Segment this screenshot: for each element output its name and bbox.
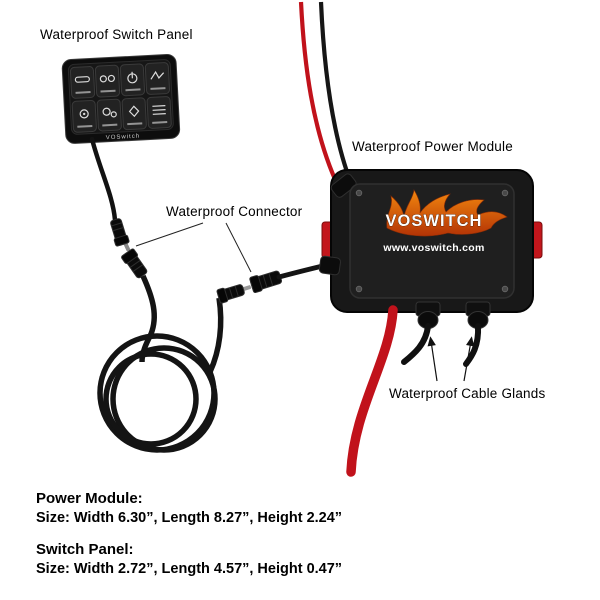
switch-panel: VOSwitch [61,53,181,144]
cable-glands-label: Waterproof Cable Glands [389,386,546,401]
red-wire [298,1,340,187]
connector-label: Waterproof Connector [166,204,303,219]
switch-panel-brand: VOSwitch [106,134,141,142]
module-brand: VOSWITCH [386,212,483,230]
switch-panel-label: Waterproof Switch Panel [40,27,193,42]
power-module-spec-title: Power Module: [36,490,143,507]
switch-panel-spec-title: Switch Panel: [36,541,134,559]
switch-button-3 [119,63,146,97]
annotation-lines [135,222,475,382]
power-cable-red [346,305,398,477]
round-light-icon [79,109,89,119]
connector-plug-b [216,284,245,304]
switch-button-7 [121,97,147,131]
rock-light-icon [128,105,140,118]
switch-button-6 [96,98,122,132]
face-screws [355,189,509,293]
top-cable-gland [330,173,357,198]
left-cable-gland [318,255,341,276]
connector-leader-line-left [135,222,204,247]
switch-button-2 [94,64,121,98]
connector-pin [123,242,131,252]
connector-socket-b [249,270,282,294]
switch-button-1 [69,66,96,99]
switch-button-8 [146,96,172,129]
waterproof-connector-pair-1 [110,218,148,279]
waterproof-connector-pair-2 [216,262,330,304]
strobe-icon [150,70,165,80]
power-module-spec-size: Size: Width 6.30”, Length 8.27”, Height … [36,509,343,526]
spec-block: Power Module: Size: Width 6.30”, Length … [36,489,342,592]
connector-pin [242,285,252,291]
connector-leader-line-right [225,222,252,273]
power-module-label: Waterproof Power Module [352,139,513,154]
coiled-cable [97,274,224,453]
bottom-cable-gland-2 [463,301,491,367]
switch-panel-spec-size: Size: Width 2.72”, Length 4.57”, Height … [36,560,343,577]
fog-light-icon [152,105,166,115]
module-face [349,183,515,299]
switch-button-4 [144,62,171,95]
switch-button-5 [71,100,97,133]
power-module: VOSWITCH www.voswitch.com [298,1,543,477]
gland-arrow-right [463,336,475,382]
spot-light-icon [102,107,111,116]
connector-plug-a [110,218,130,247]
gland-arrow-left [427,336,438,382]
black-wire [318,1,353,184]
light-bar-icon [74,76,90,83]
panel-cable [89,136,118,223]
flame-logo-icon [386,189,508,237]
module-website: www.voswitch.com [382,242,484,254]
bottom-cable-gland-1 [401,301,441,365]
connector-socket-a [121,248,148,279]
dual-light-icon [99,75,107,83]
